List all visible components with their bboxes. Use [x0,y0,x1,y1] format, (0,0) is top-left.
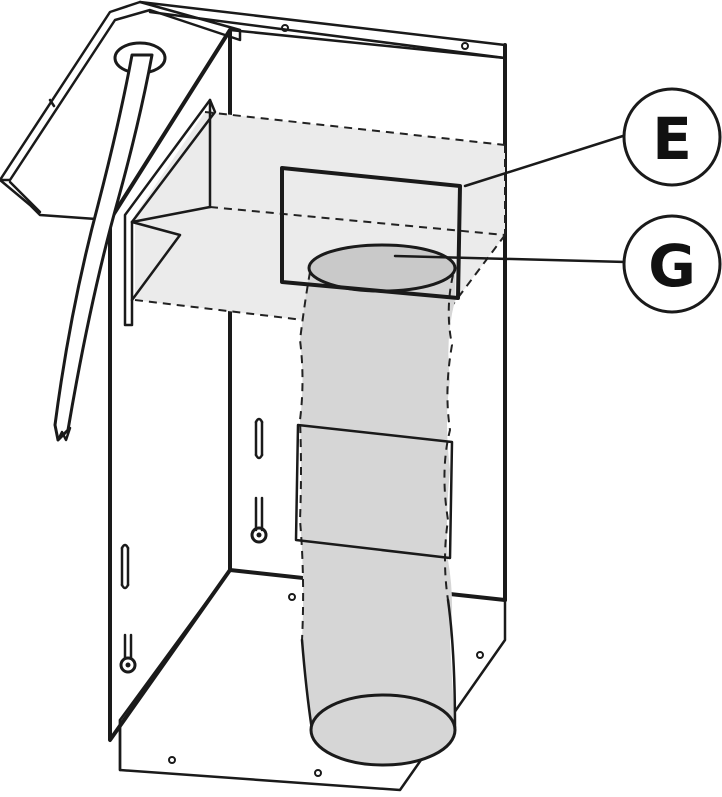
duct-tape-band [294,423,454,560]
screw-hole [281,24,289,32]
callout-g-label: G [648,232,696,300]
duct-collar-top [307,243,457,293]
back-screw [250,526,268,544]
duct-bottom-opening [309,693,457,767]
screw-hole [314,769,322,777]
screw-hole [288,593,296,601]
rectangular-collar [280,166,462,300]
screw-hole [476,651,484,659]
leader-lines [393,133,628,264]
callout-g: G [622,214,722,314]
power-cord [53,41,167,442]
back-panel-top-edge [138,0,507,60]
side-screw [119,656,137,674]
callout-e-label: E [652,105,692,173]
flexible-duct [298,243,457,767]
top-mounting-flange [0,0,242,222]
screw-hole [168,756,176,764]
left-duct-opening [123,98,217,327]
callout-e: E [622,87,722,187]
screw-hole [461,42,469,50]
